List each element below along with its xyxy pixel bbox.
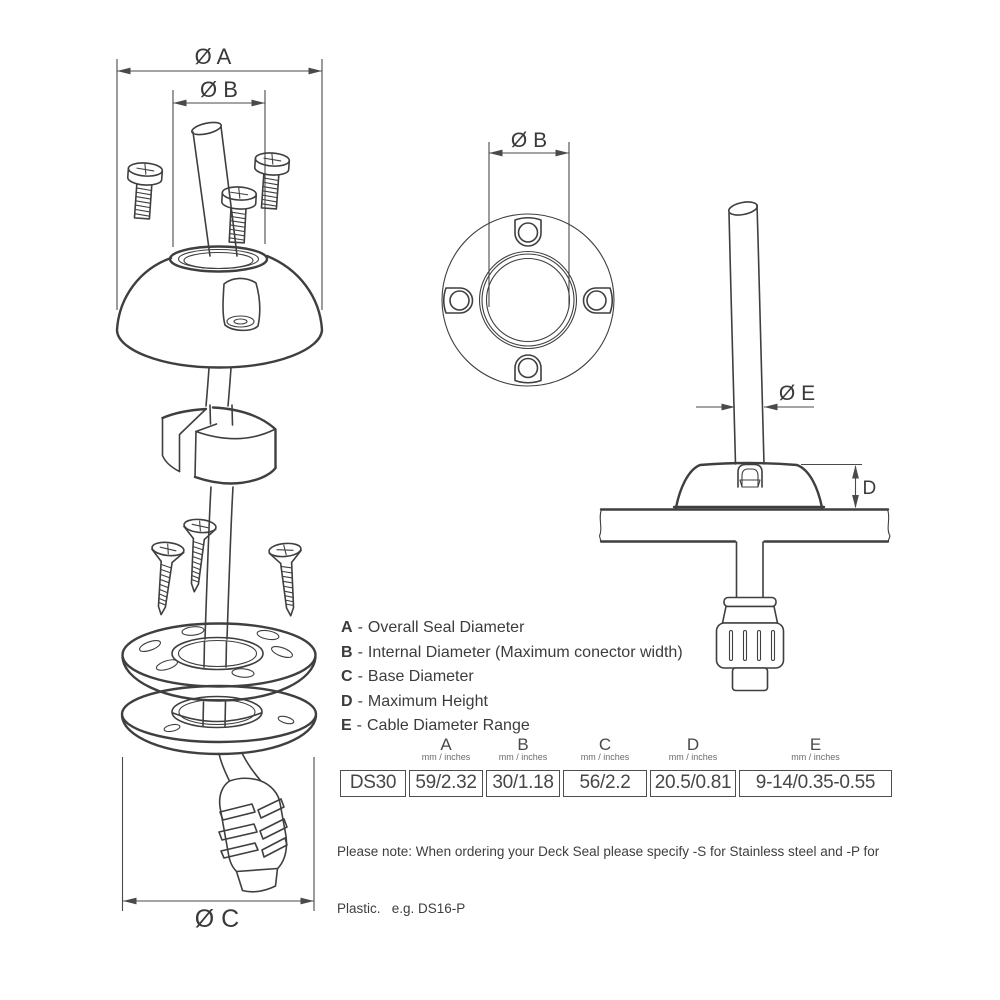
cable-connector xyxy=(218,752,288,893)
dim-a: Ø A xyxy=(116,44,323,310)
gasket-ring xyxy=(120,684,318,756)
dim-c: Ø C xyxy=(121,757,315,933)
wood-screw-2 xyxy=(177,517,218,594)
legend-item-c: C-Base Diameter xyxy=(341,665,683,690)
cable-mid xyxy=(204,486,234,640)
col-letter-b: B xyxy=(517,735,529,754)
wood-screw-1 xyxy=(144,540,186,618)
legend-separator: - xyxy=(357,668,363,685)
dim-label-a: Ø A xyxy=(195,44,232,69)
legend-key-b: B xyxy=(341,643,353,661)
value-d: 20.5/0.81 xyxy=(650,770,736,797)
header-spacer xyxy=(340,737,406,762)
wood-screw-3 xyxy=(267,541,308,618)
col-unit-b: mm / inches xyxy=(498,752,548,762)
legend-key-e: E xyxy=(341,717,352,734)
dim-label-d: D xyxy=(863,478,877,499)
side-view: Ø E D xyxy=(598,201,891,692)
legend-desc-c: Base Diameter xyxy=(367,668,474,685)
legend-desc-b: Internal Diameter (Maximum conector widt… xyxy=(367,643,683,661)
base-flange xyxy=(121,622,317,702)
dim-label-b-front: Ø B xyxy=(200,77,238,102)
machine-screw-2 xyxy=(218,185,258,245)
legend-separator: - xyxy=(357,692,363,710)
col-unit-d: mm / inches xyxy=(668,752,718,762)
value-a: 59/2.32 xyxy=(409,770,483,797)
machine-screw-3 xyxy=(251,151,291,211)
legend-key-c: C xyxy=(341,668,353,685)
col-letter-c: C xyxy=(598,735,612,754)
col-letter-a: A xyxy=(440,735,452,754)
deck-plate xyxy=(598,508,891,543)
model-cell: DS30 xyxy=(340,770,406,797)
legend-separator: - xyxy=(357,643,363,661)
legend-item-b: B-Internal Diameter (Maximum conector wi… xyxy=(341,641,683,666)
dim-b-front: Ø B xyxy=(172,77,266,247)
legend-separator: - xyxy=(357,619,363,636)
dim-label-e: Ø E xyxy=(779,382,815,405)
machine-screw-1 xyxy=(124,161,164,221)
dim-label-c: Ø C xyxy=(195,905,239,933)
col-letter-d: D xyxy=(686,735,700,754)
value-c: 56/2.2 xyxy=(563,770,647,797)
connector-plug xyxy=(731,667,769,692)
value-e: 9-14/0.35-0.55 xyxy=(739,770,892,797)
legend-separator: - xyxy=(356,717,362,734)
gland-assembly xyxy=(715,541,785,692)
legend-item-e: E-Cable Diameter Range xyxy=(341,714,683,739)
legend-desc-e: Cable Diameter Range xyxy=(367,717,530,734)
dome-seal xyxy=(115,245,324,407)
table-row: DS30 59/2.32 30/1.18 56/2.2 20.5/0.81 9-… xyxy=(340,770,892,797)
value-b: 30/1.18 xyxy=(486,770,560,797)
clamp-ring xyxy=(161,404,277,485)
legend-key-d: D xyxy=(341,692,353,710)
col-unit-c: mm / inches xyxy=(580,752,630,762)
legend-item-d: D-Maximum Height xyxy=(341,690,683,715)
legend-desc-a: Overall Seal Diameter xyxy=(367,619,525,636)
front-exploded-view: Ø A Ø B xyxy=(115,44,324,933)
cable-side xyxy=(727,201,765,465)
top-view: Ø B xyxy=(441,129,615,387)
order-note-line2: Plastic. e.g. DS16-P xyxy=(337,901,466,916)
legend-desc-d: Maximum Height xyxy=(367,692,488,710)
legend: A-Overall Seal Diameter B-Internal Diame… xyxy=(341,616,683,739)
dim-label-b-top: Ø B xyxy=(511,129,547,152)
col-unit-a: mm / inches xyxy=(421,752,471,762)
order-note-line1: Please note: When ordering your Deck Sea… xyxy=(337,844,880,859)
dim-e: Ø E xyxy=(696,382,815,411)
cable-top xyxy=(191,121,238,257)
legend-item-a: A-Overall Seal Diameter xyxy=(341,616,683,641)
order-note: Please note: When ordering your Deck Sea… xyxy=(337,804,879,956)
dome-side xyxy=(672,461,826,509)
dim-d: D xyxy=(801,463,877,509)
flange-top-view xyxy=(441,213,615,387)
legend-key-a: A xyxy=(341,619,353,636)
col-letter-e: E xyxy=(809,735,822,754)
col-unit-e: mm / inches xyxy=(791,752,840,762)
